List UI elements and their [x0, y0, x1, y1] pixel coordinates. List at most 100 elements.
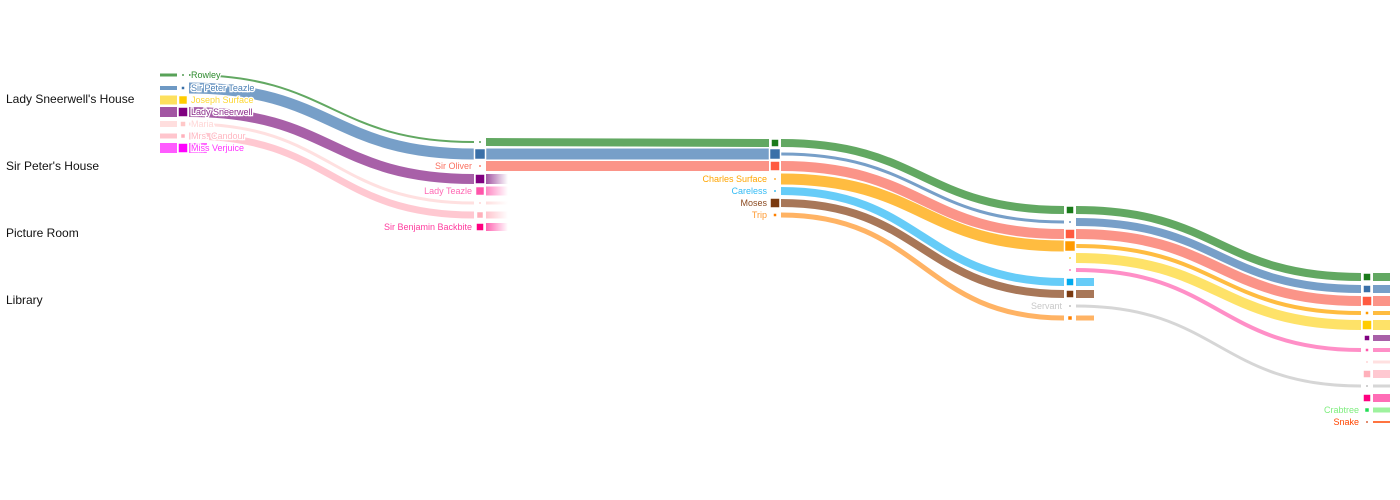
- fade-out-segment: [486, 211, 508, 219]
- line-segment: [780, 212, 1065, 321]
- scene-marker[interactable]: [1363, 334, 1371, 342]
- line-segment: [780, 187, 1065, 286]
- scene-marker[interactable]: [1362, 284, 1372, 294]
- scene-marker[interactable]: [772, 212, 778, 218]
- character-line-oliver[interactable]: [486, 160, 1390, 306]
- fade-out-segment: [486, 186, 508, 196]
- character-label: Servant: [1031, 301, 1063, 311]
- scene-marker[interactable]: [179, 132, 187, 140]
- character-label: Miss Verjuice: [191, 143, 244, 153]
- scene-marker[interactable]: [1363, 406, 1371, 414]
- scene-marker[interactable]: [1064, 228, 1076, 240]
- scene-marker[interactable]: [177, 106, 189, 118]
- scene-marker[interactable]: [769, 197, 781, 209]
- character-label: Mrs. Candour: [191, 131, 246, 141]
- character-label: Rowley: [191, 70, 221, 80]
- scene-marker[interactable]: [1364, 310, 1370, 316]
- scene-marker[interactable]: [473, 147, 487, 161]
- scene-marker[interactable]: [474, 185, 486, 197]
- line-segment: [1075, 268, 1362, 352]
- scene-marker[interactable]: [1067, 303, 1073, 309]
- scene-marker[interactable]: [475, 210, 485, 220]
- character-label: Charles Surface: [702, 174, 767, 184]
- scene-marker[interactable]: [770, 138, 780, 148]
- character-line-moses[interactable]: [780, 199, 1094, 298]
- character-label: Crabtree: [1324, 405, 1359, 415]
- character-line-servant[interactable]: [1075, 304, 1390, 388]
- line-segment: [188, 132, 475, 219]
- character-label: Joseph Surface: [191, 95, 254, 105]
- character-label: Lady Teazle: [424, 186, 472, 196]
- scene-marker[interactable]: [177, 142, 189, 154]
- scene-marker[interactable]: [1066, 314, 1074, 322]
- location-label: Library: [6, 293, 43, 307]
- scene-marker[interactable]: [179, 120, 187, 128]
- character-label: Snake: [1333, 417, 1359, 427]
- scene-marker[interactable]: [1067, 255, 1073, 261]
- location-label: Picture Room: [6, 226, 79, 240]
- character-line-sneerwell[interactable]: [160, 107, 1390, 341]
- line-segment: [1075, 253, 1362, 330]
- line-segment: [188, 122, 475, 205]
- line-segment: [780, 139, 1065, 214]
- character-line-candour[interactable]: [160, 132, 1390, 378]
- line-segment: [188, 82, 475, 160]
- scene-marker[interactable]: [180, 85, 186, 91]
- character-line-charles[interactable]: [780, 173, 1390, 315]
- line-segment: [1075, 304, 1362, 388]
- scene-marker[interactable]: [477, 139, 483, 145]
- character-label: Sir Oliver: [435, 161, 472, 171]
- character-label: Sir Benjamin Backbite: [384, 222, 472, 232]
- scene-marker[interactable]: [1362, 272, 1372, 282]
- scene-marker[interactable]: [772, 176, 778, 182]
- scene-marker[interactable]: [1364, 419, 1370, 425]
- line-segment: [1075, 206, 1362, 281]
- scene-marker[interactable]: [477, 163, 483, 169]
- scene-marker[interactable]: [768, 147, 782, 161]
- character-label: Sir Peter Teazle: [191, 83, 254, 93]
- character-line-rowley[interactable]: [160, 73, 1390, 281]
- character-line-careless[interactable]: [780, 187, 1094, 286]
- character-line-ladyteazle[interactable]: [486, 186, 1390, 352]
- scene-marker[interactable]: [1362, 393, 1372, 403]
- character-label: Careless: [731, 186, 767, 196]
- scene-marker[interactable]: [1364, 347, 1370, 353]
- scene-marker[interactable]: [180, 72, 186, 78]
- character-line-maria[interactable]: [160, 121, 1390, 364]
- scene-marker[interactable]: [1067, 267, 1073, 273]
- scene-marker[interactable]: [1065, 277, 1075, 287]
- scene-marker[interactable]: [1063, 239, 1077, 253]
- scene-marker[interactable]: [1065, 205, 1075, 215]
- scene-marker[interactable]: [1364, 383, 1370, 389]
- scene-marker[interactable]: [772, 188, 778, 194]
- scene-marker[interactable]: [1364, 359, 1370, 365]
- storylines: [160, 73, 1390, 423]
- line-segment: [780, 199, 1065, 298]
- character-line-backbite[interactable]: [486, 223, 1390, 402]
- character-label: Moses: [740, 198, 767, 208]
- scene-marker[interactable]: [477, 200, 483, 206]
- scene-marker[interactable]: [1361, 295, 1373, 307]
- scene-marker[interactable]: [475, 222, 485, 232]
- character-line-trip[interactable]: [780, 212, 1094, 321]
- fade-out-segment: [486, 201, 508, 205]
- scene-marker[interactable]: [177, 94, 189, 106]
- line-segment: [780, 161, 1065, 239]
- scene-marker[interactable]: [1361, 319, 1373, 331]
- scene-marker[interactable]: [1065, 289, 1075, 299]
- line-segment: [188, 74, 475, 143]
- character-line-joseph[interactable]: [160, 95, 1390, 330]
- fade-out-segment: [486, 174, 508, 184]
- scene-marker[interactable]: [1067, 219, 1073, 225]
- character-label: Trip: [752, 210, 767, 220]
- line-segment: [1075, 229, 1362, 306]
- scene-marker[interactable]: [1362, 369, 1372, 379]
- scene-marker[interactable]: [769, 160, 781, 172]
- line-segment: [780, 152, 1065, 224]
- character-line-peter[interactable]: [160, 82, 1390, 293]
- scene-marker[interactable]: [474, 173, 486, 185]
- location-label: Lady Sneerwell's House: [6, 92, 135, 106]
- fade-out-segment: [486, 223, 508, 231]
